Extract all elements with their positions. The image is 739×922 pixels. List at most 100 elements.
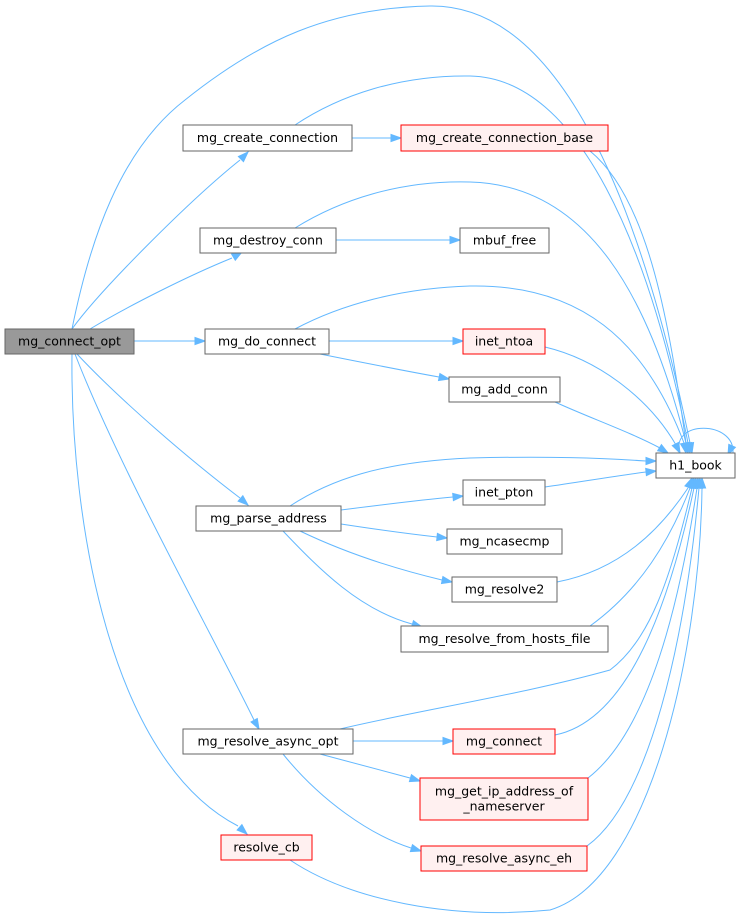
node-box[interactable]: [655, 452, 736, 479]
node-box[interactable]: [462, 479, 546, 506]
node-label[interactable]: mg_ncasecmp: [459, 534, 549, 549]
node-mg-resolve-async-opt[interactable]: mg_resolve_async_opt: [182, 728, 354, 755]
edge-resolve2-h1-book: [556, 487, 689, 583]
node-label[interactable]: inet_ntoa: [475, 334, 533, 349]
node-mg-resolve-async-eh[interactable]: mg_resolve_async_eh: [420, 845, 588, 872]
node-mg-get-ip-address-of-nameserver[interactable]: mg_get_ip_address_of_nameserver: [419, 777, 589, 821]
node-inet-pton[interactable]: inet_pton: [462, 479, 546, 506]
node-label[interactable]: mg_create_connection: [197, 130, 338, 145]
node-box[interactable]: [220, 834, 313, 861]
edge-async-opt-eh: [282, 753, 412, 849]
edge-add-conn-h1-book-arrowhead: [656, 443, 670, 454]
edge-opt-do-connect-arrowhead: [194, 336, 207, 346]
node-mg-resolve-from-hosts-file[interactable]: mg_resolve_from_hosts_file: [400, 625, 609, 653]
edge-parse-h1-book: [289, 456, 647, 507]
edge-opt-h1-book: [71, 5, 691, 444]
edge-opt-create-connection-arrowhead: [237, 150, 250, 163]
node-inet-ntoa[interactable]: inet_ntoa: [462, 328, 546, 355]
node-mg-connect[interactable]: mg_connect: [452, 728, 556, 755]
call-nodes: mg_connect_opt mg_create_connection mg_cre…: [4, 124, 736, 872]
node-box[interactable]: [419, 777, 589, 821]
node-box[interactable]: [420, 845, 588, 872]
node-mg-parse-address[interactable]: mg_parse_address: [195, 505, 342, 532]
edge-h1-book-self-arrowhead: [727, 443, 737, 457]
node-mg-add-conn[interactable]: mg_add_conn: [448, 376, 561, 403]
edge-hosts-file-h1-book: [589, 487, 691, 627]
edge-do-connect-add-conn: [319, 353, 440, 378]
node-label[interactable]: mg_get_ip_address_of: [435, 784, 574, 799]
call-edges: [71, 5, 737, 914]
node-label[interactable]: mg_add_conn: [461, 382, 548, 397]
node-box[interactable]: [182, 728, 354, 755]
edge-async-opt-h1-book: [339, 487, 693, 730]
edge-opt-parse-address: [76, 353, 241, 499]
edge-inet-ntoa-h1-book: [544, 346, 677, 446]
node-resolve-cb[interactable]: resolve_cb: [220, 834, 313, 861]
edge-parse-resolve2-arrowhead: [440, 575, 454, 585]
node-label[interactable]: _nameserver: [462, 799, 545, 814]
node-box[interactable]: [182, 124, 353, 152]
edge-create-conn-h1-book: [294, 75, 689, 444]
edge-inet-pton-h1-book-arrowhead: [645, 467, 658, 477]
node-label[interactable]: mg_destroy_conn: [213, 233, 323, 248]
node-box[interactable]: [462, 328, 546, 355]
edge-resolve-cb-h1-book-arrowhead: [697, 476, 707, 489]
edge-parse-inet-pton-arrowhead: [452, 492, 465, 502]
node-box[interactable]: [199, 227, 337, 254]
node-label[interactable]: mg_do_connect: [218, 334, 316, 349]
node-label[interactable]: mg_connect: [466, 734, 542, 749]
node-box[interactable]: [400, 625, 609, 653]
node-box[interactable]: [459, 227, 550, 254]
node-box[interactable]: [448, 376, 561, 403]
node-mg-connect-opt[interactable]: mg_connect_opt: [4, 328, 135, 355]
node-box[interactable]: [451, 576, 558, 603]
edge-async-opt-get-ip-arrowhead: [408, 773, 422, 783]
node-label[interactable]: mg_parse_address: [210, 511, 327, 526]
edge-do-connect-add-conn-arrowhead: [437, 372, 451, 382]
edge-resolve-cb-h1-book: [289, 487, 703, 914]
node-label[interactable]: mbuf_free: [473, 233, 537, 248]
node-mg-destroy-conn[interactable]: mg_destroy_conn: [199, 227, 337, 254]
node-h1-book[interactable]: h1_book: [655, 452, 736, 479]
node-label[interactable]: mg_resolve2: [465, 582, 545, 597]
edge-add-conn-h1-book: [554, 401, 661, 449]
edge-destroy-h1-book: [294, 181, 687, 444]
edge-parse-ncasecmp-arrowhead: [436, 532, 449, 542]
node-mg-create-connection[interactable]: mg_create_connection: [182, 124, 353, 152]
edge-parse-ncasecmp: [340, 523, 438, 538]
node-mg-resolve2[interactable]: mg_resolve2: [451, 576, 558, 603]
node-mbuf-free[interactable]: mbuf_free: [459, 227, 550, 254]
edge-destroy-mbuf-free-arrowhead: [449, 235, 462, 245]
edge-parse-resolve2: [299, 530, 443, 581]
edge-connect-h1-book: [554, 487, 695, 736]
edge-get-ip-h1-book: [587, 487, 698, 779]
node-mg-create-connection-base[interactable]: mg_create_connection_base: [400, 124, 609, 152]
node-box[interactable]: [452, 728, 556, 755]
node-box[interactable]: [400, 124, 609, 152]
edge-inet-pton-h1-book: [544, 471, 647, 488]
node-mg-do-connect[interactable]: mg_do_connect: [204, 328, 330, 355]
node-label[interactable]: inet_pton: [475, 485, 534, 500]
node-label[interactable]: h1_book: [669, 458, 722, 473]
node-label[interactable]: resolve_cb: [233, 840, 299, 855]
node-label[interactable]: mg_resolve_async_eh: [436, 851, 572, 866]
node-label[interactable]: mg_resolve_async_opt: [198, 734, 339, 749]
edge-h1-book-self: [678, 427, 734, 454]
node-box[interactable]: [4, 328, 135, 355]
edge-opt-parse-address-arrowhead: [237, 494, 250, 506]
edge-eh-h1-book: [586, 487, 700, 847]
node-label[interactable]: mg_create_connection_base: [416, 130, 594, 145]
node-label[interactable]: mg_resolve_from_hosts_file: [418, 631, 590, 646]
node-mg-ncasecmp[interactable]: mg_ncasecmp: [446, 528, 563, 555]
node-box[interactable]: [446, 528, 563, 555]
edge-opt-resolve-cb-arrowhead: [236, 823, 249, 835]
node-box[interactable]: [204, 328, 330, 355]
edge-async-opt-eh-arrowhead: [409, 843, 423, 853]
edge-opt-resolve-cb: [71, 353, 239, 827]
edge-parse-h1-book-arrowhead: [645, 456, 658, 466]
edge-do-connect-inet-ntoa-arrowhead: [452, 336, 465, 346]
node-label[interactable]: mg_connect_opt: [18, 334, 121, 349]
node-box[interactable]: [195, 505, 342, 532]
edge-parse-hosts-file: [282, 530, 413, 625]
edge-opt-resolve-async-opt: [74, 353, 255, 721]
